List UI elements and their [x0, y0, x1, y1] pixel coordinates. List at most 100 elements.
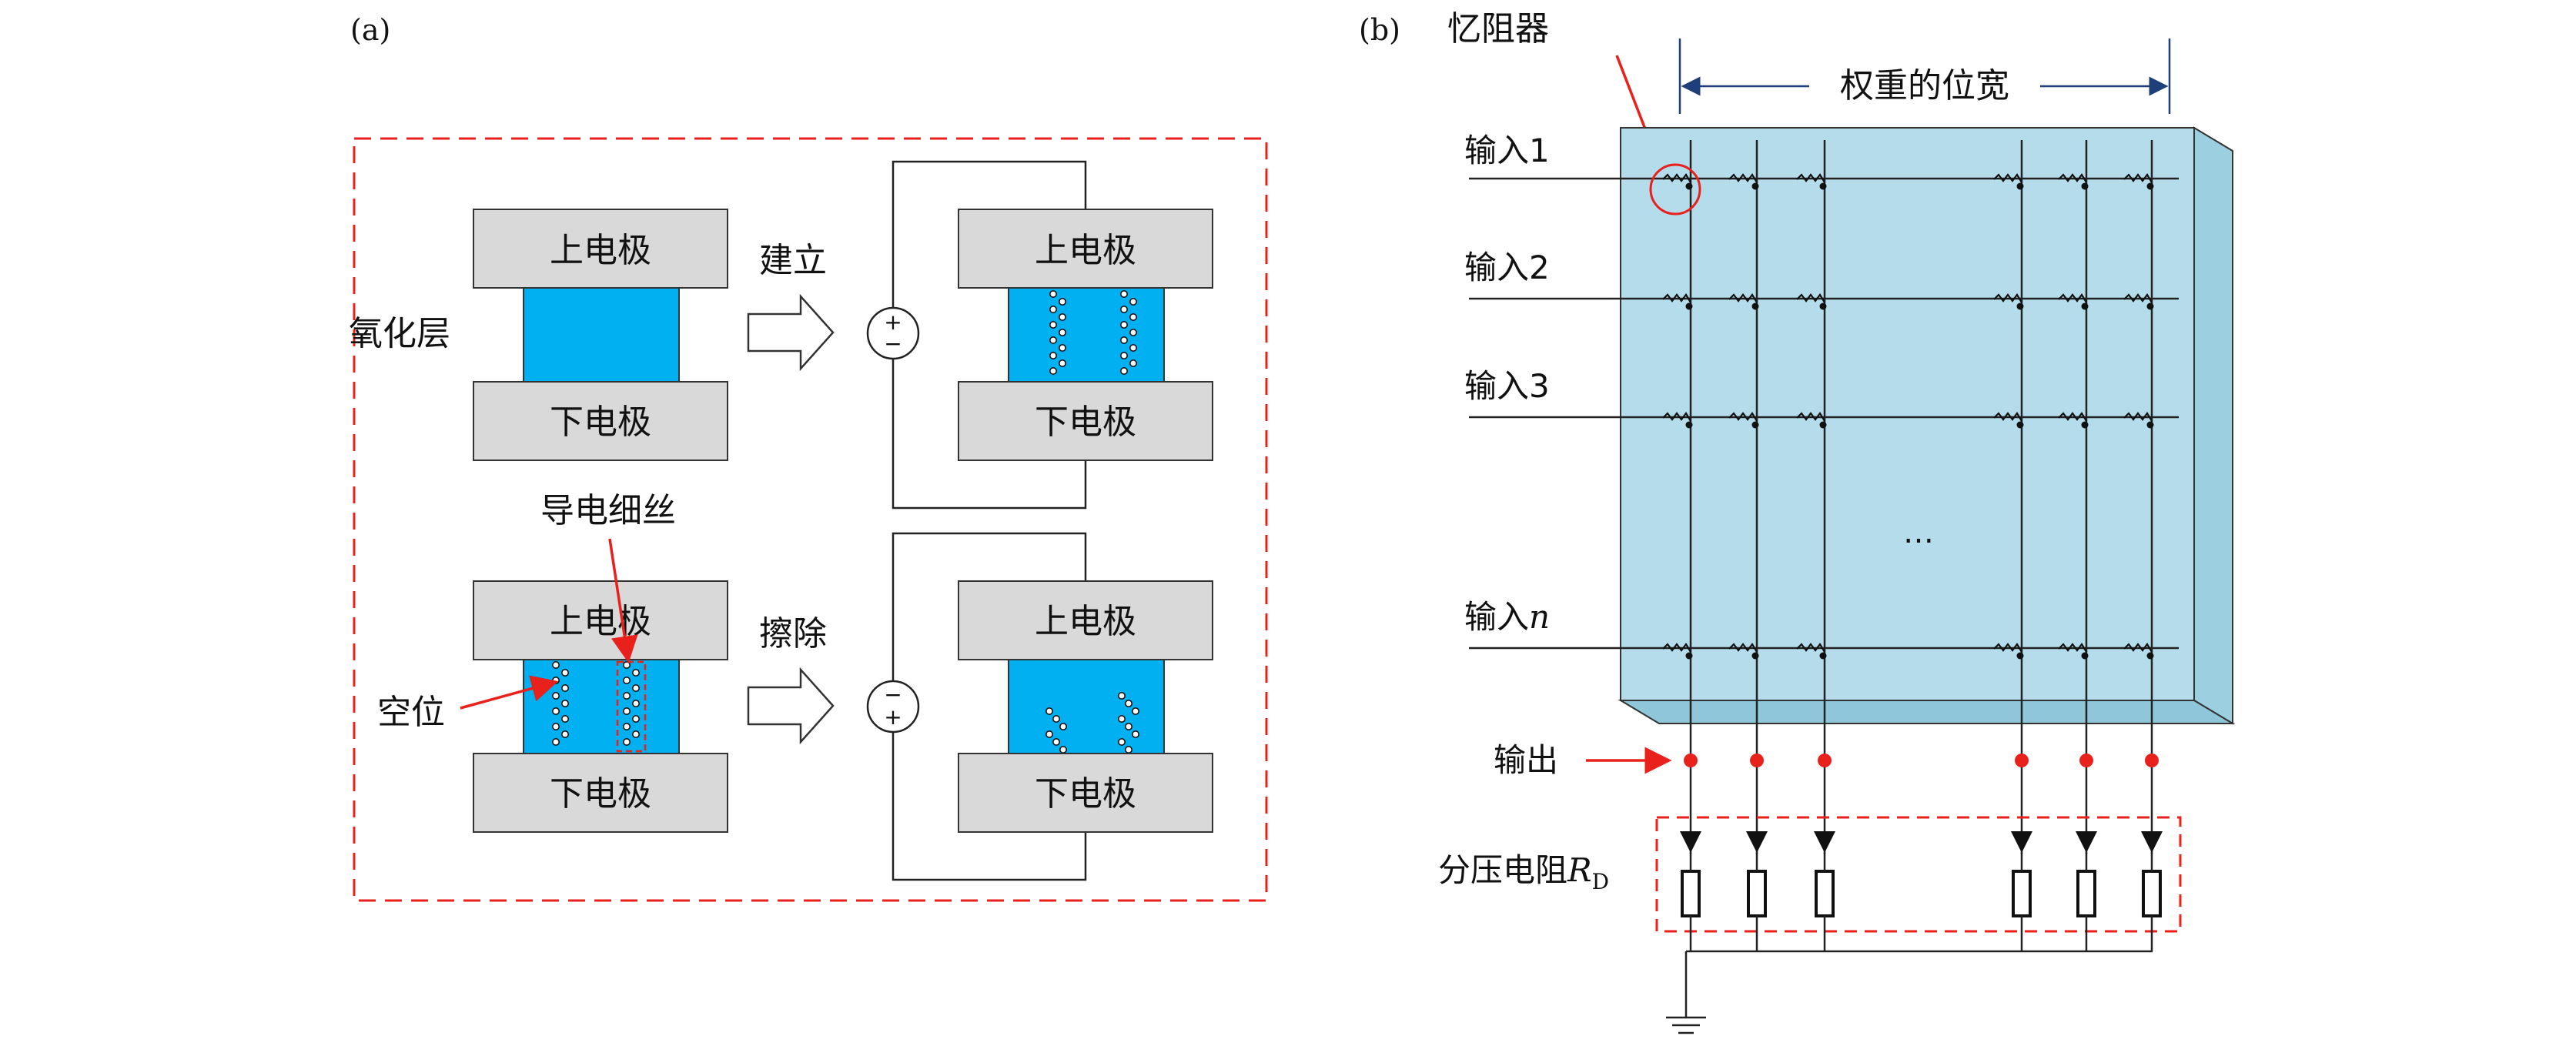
voltage-source — [866, 306, 920, 360]
divider-resistor-box — [1655, 816, 2182, 933]
memristor-highlight — [1649, 163, 1701, 216]
vacancy-pointer — [460, 675, 559, 710]
input-label-3: 输入3 — [1464, 367, 1550, 405]
vacancy-dot — [1059, 328, 1067, 336]
vacancy-dot — [1120, 320, 1129, 329]
source-minus: − — [884, 331, 902, 356]
circuit-wire-bottom — [892, 732, 1087, 881]
bottom-electrode — [473, 753, 728, 833]
memristor-icon — [1796, 293, 1825, 303]
bottom-electrode-label: 下电极 — [550, 403, 651, 442]
vacancy-dot — [1059, 297, 1067, 306]
vacancy-dot — [1059, 722, 1068, 730]
output-node — [1684, 754, 1698, 767]
vacancy-dot — [1129, 343, 1138, 352]
memristor-icon — [1662, 643, 1691, 653]
memristor-icon — [1993, 643, 2022, 653]
top-electrode-label: 上电极 — [550, 231, 651, 270]
divider-resistor — [2076, 870, 2096, 917]
vacancy-dot — [622, 707, 631, 715]
panel-b-label: (b) — [1359, 13, 1400, 47]
junction-dot — [1685, 421, 1693, 429]
output-node — [1818, 754, 1832, 767]
vacancy-dot — [1059, 745, 1068, 754]
memristor-icon — [2123, 643, 2153, 653]
memristor-icon — [1796, 643, 1825, 653]
memristor-icon — [2058, 293, 2087, 303]
vacancy-dot — [1049, 305, 1058, 313]
crossbar-grid — [1469, 140, 2179, 854]
memristor-icon — [1993, 412, 2022, 422]
current-arrow — [2076, 831, 2097, 853]
memristor-icon — [2123, 173, 2153, 183]
bottom-electrode-label: 下电极 — [1035, 403, 1136, 442]
device-initial: 上电极 下电极 — [473, 209, 728, 461]
current-arrow — [1814, 831, 1835, 853]
vacancy-dot — [1125, 722, 1133, 730]
bottom-electrode — [958, 753, 1213, 833]
vacancy-dot — [1118, 714, 1126, 723]
output-label: 输出 — [1494, 741, 1558, 779]
top-electrode-label: 上电极 — [550, 602, 651, 641]
junction-dot — [2016, 652, 2024, 660]
memristor-icon — [1728, 643, 1758, 653]
vacancy-dot — [631, 714, 640, 723]
vacancy-dot — [1129, 297, 1138, 306]
junction-dot — [1819, 652, 1827, 660]
memristor-icon — [2123, 412, 2153, 422]
input-label-2: 输入2 — [1464, 249, 1550, 286]
vacancy-dot — [631, 699, 640, 707]
vacancy-dot — [622, 676, 631, 684]
current-arrow — [2011, 831, 2032, 853]
source-plus: + — [884, 309, 902, 335]
vacancy-dot — [1118, 691, 1126, 700]
memristor-icon — [1728, 412, 1758, 422]
array-bottom-face — [1618, 700, 2236, 724]
memristor-icon — [1728, 173, 1758, 183]
bottom-electrode-label: 下电极 — [550, 774, 651, 814]
junction-dot — [1819, 421, 1827, 429]
top-electrode-label: 上电极 — [1035, 602, 1136, 641]
top-electrode — [473, 580, 728, 660]
junction-dot — [2081, 421, 2089, 429]
vacancy-dot — [1125, 745, 1133, 754]
junction-dot — [2081, 302, 2089, 310]
vacancy-dot — [551, 691, 560, 700]
vacancy-dot — [1052, 714, 1061, 723]
filament-pointer — [608, 538, 638, 663]
junction-dot — [2016, 421, 2024, 429]
vacancy-dot — [631, 668, 640, 677]
vacancy-dot — [631, 730, 640, 738]
vacancy-dot — [622, 691, 631, 700]
vacancy-dot — [560, 683, 569, 692]
vacancy-dot — [1049, 336, 1058, 344]
junction-dot — [2146, 302, 2154, 310]
vacancy-dot — [1125, 699, 1133, 707]
output-node — [1750, 754, 1764, 767]
junction-dot — [2081, 182, 2089, 190]
weight-width-label: 权重的位宽 — [1840, 66, 2009, 105]
output-node — [2015, 754, 2029, 767]
device-set: + − 上电极 下电极 — [866, 160, 1213, 510]
junction-dot — [1819, 182, 1827, 190]
filaments — [1049, 289, 1138, 375]
vacancy-dot — [1045, 707, 1054, 715]
panel-a-label: (a) — [350, 13, 390, 47]
current-arrow — [2141, 831, 2163, 853]
current-arrow — [1680, 831, 1701, 853]
reset-label: 擦除 — [759, 614, 827, 653]
rows-ellipsis: … — [1903, 515, 1934, 550]
vacancy-dot — [560, 668, 569, 677]
vacancy-dot — [560, 730, 569, 738]
vacancy-dot — [622, 737, 631, 746]
vacancy-dot — [1120, 366, 1129, 375]
vacancy-dot — [622, 722, 631, 730]
junction-dot — [1819, 302, 1827, 310]
bottom-electrode — [473, 381, 728, 461]
memristor-icon — [2123, 293, 2153, 303]
junction-dot — [1685, 302, 1693, 310]
memristor-icon — [1993, 293, 2022, 303]
divider-resistor — [1747, 870, 1767, 917]
